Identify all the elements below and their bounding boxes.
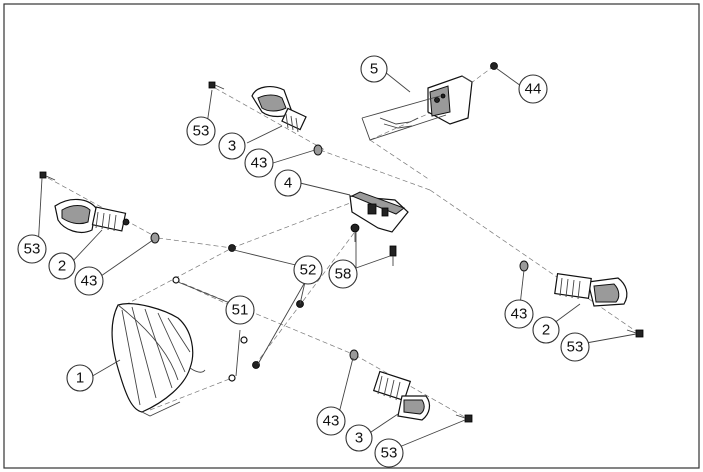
callout-43-right: 43: [504, 299, 534, 329]
callout-3-top: 3: [218, 132, 246, 160]
svg-text:44: 44: [525, 81, 542, 98]
nut-52-c: [252, 361, 260, 369]
bolt-part-58: [350, 223, 397, 266]
nut-52-a: [228, 244, 236, 252]
diagram-border: [3, 3, 700, 469]
turn-signal-part-2-left: [54, 198, 130, 233]
svg-text:3: 3: [355, 430, 363, 447]
callout-58: 58: [328, 259, 358, 289]
callout-43-top: 43: [244, 148, 274, 178]
callout-2-right: 2: [532, 316, 560, 344]
callout-43-bottom: 43: [316, 406, 346, 436]
nut-44: [490, 62, 498, 70]
callout-2-left: 2: [48, 252, 76, 280]
callout-43-left: 43: [74, 266, 104, 296]
svg-text:3: 3: [228, 138, 236, 155]
svg-text:53: 53: [567, 339, 584, 356]
svg-text:53: 53: [381, 445, 398, 462]
svg-text:2: 2: [58, 258, 66, 275]
turn-signal-part-2-right: [554, 273, 628, 307]
svg-text:43: 43: [323, 413, 340, 430]
washer-43-left: [150, 232, 160, 244]
grommet-51-a: [172, 276, 180, 284]
callout-44: 44: [518, 74, 548, 104]
grommet-51-d: [228, 374, 236, 382]
svg-text:4: 4: [284, 175, 292, 192]
callout-3-bottom: 3: [345, 424, 373, 452]
mount-plate-part-4: [349, 191, 409, 233]
svg-text:51: 51: [232, 302, 249, 319]
callout-53-top: 53: [186, 116, 216, 146]
headlight-cowl-part-1: [111, 303, 206, 417]
svg-text:43: 43: [511, 306, 528, 323]
svg-text:2: 2: [542, 322, 550, 339]
svg-text:53: 53: [24, 241, 41, 258]
washer-43-bottom: [349, 349, 359, 361]
callouts: 1 5 44 4 53 3 43 53 2 43 51 52 58 43 2 5…: [17, 55, 590, 468]
svg-text:5: 5: [370, 61, 378, 78]
callout-4: 4: [274, 169, 302, 197]
turn-signal-part-3-bottom: [372, 370, 431, 421]
callout-53-right: 53: [560, 332, 590, 362]
screw-53-bottom: [455, 414, 473, 423]
callout-5: 5: [360, 55, 388, 83]
callout-53-left: 53: [17, 234, 47, 264]
svg-text:53: 53: [193, 123, 210, 140]
svg-text:52: 52: [300, 262, 317, 279]
bracket-part-5: [361, 75, 473, 141]
screw-53-top: [208, 81, 225, 90]
svg-text:58: 58: [335, 266, 352, 283]
washer-43-right: [519, 260, 529, 272]
svg-text:1: 1: [76, 370, 84, 387]
washer-43-top: [313, 144, 323, 156]
svg-text:43: 43: [251, 155, 268, 172]
hardware-parts: [39, 62, 644, 423]
callout-51: 51: [225, 295, 255, 325]
grommet-51-c: [240, 336, 248, 344]
screw-53-right: [626, 329, 644, 338]
screw-53-left: [39, 171, 56, 181]
turn-signal-part-3-top: [251, 86, 307, 133]
callout-53-bottom: 53: [374, 438, 404, 468]
callout-1: 1: [66, 364, 94, 392]
svg-text:43: 43: [81, 273, 98, 290]
callout-52: 52: [293, 255, 323, 285]
